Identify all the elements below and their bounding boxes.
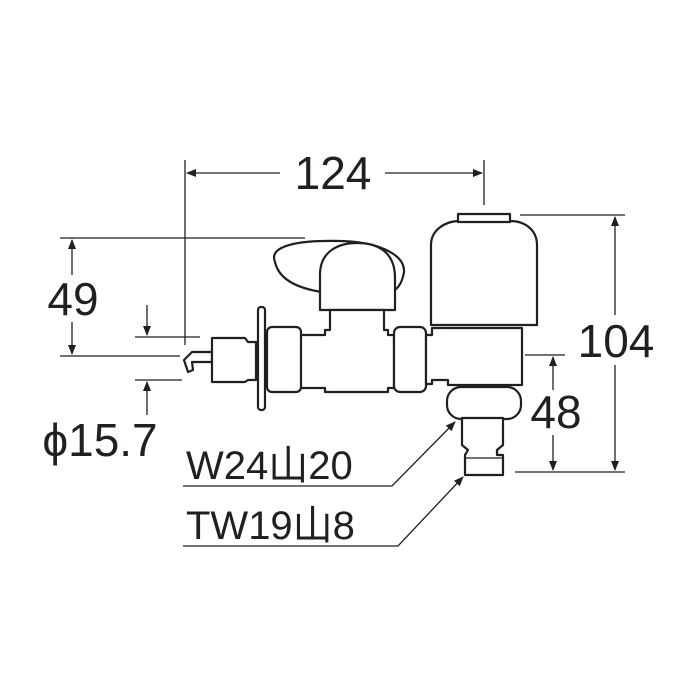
wall-flange: [256, 305, 267, 412]
callout-hose-thread: TW19山8: [183, 476, 464, 548]
outlet-ball: [445, 385, 523, 421]
dim-label-49: 49: [47, 273, 98, 325]
valve-stem: [298, 308, 396, 394]
dim-width-124: 124: [184, 147, 485, 345]
dim-label-diameter: ϕ15.7: [42, 414, 157, 466]
valve-drawing: [182, 212, 539, 477]
dim-height-48: 48: [525, 354, 582, 471]
inlet-hook: [182, 350, 214, 374]
handle-cap: [318, 241, 397, 312]
callout-label-tw19: TW19山8: [186, 504, 355, 548]
middle-nut: [392, 325, 428, 394]
dim-diameter-15-7: ϕ15.7: [42, 305, 200, 466]
right-body: [424, 326, 524, 387]
left-nut: [265, 325, 303, 394]
callout-outlet-thread: W24山20: [183, 421, 456, 488]
right-cap: [429, 219, 539, 327]
dim-height-49: 49: [47, 237, 305, 357]
dim-height-104: 104: [515, 214, 655, 473]
callout-label-w24: W24山20: [186, 444, 353, 488]
hose-fitting: [460, 416, 505, 477]
dim-label-48: 48: [530, 386, 581, 438]
dim-label-104: 104: [578, 315, 655, 367]
dim-label-124: 124: [295, 147, 372, 199]
inlet-spout: [210, 336, 258, 384]
cap-top-tab: [456, 212, 512, 224]
